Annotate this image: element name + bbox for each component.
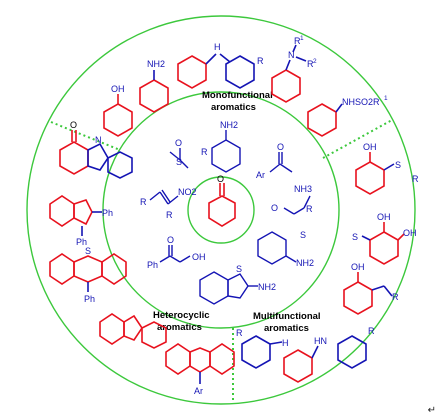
hydroxyacetophenone-ph-label: Ph [147, 260, 158, 270]
sulfonamide-r-sup: 1 [384, 95, 388, 102]
hydroxyacetophenone: O Ph OH [147, 235, 206, 270]
dialkylaniline-r1-label: R [294, 36, 301, 46]
aryl-ketone-ar-label: Ar [256, 170, 265, 180]
dialkylaniline-n-label: N [288, 50, 295, 60]
dialkylaniline-r1-sup: 1 [300, 35, 304, 42]
bisamine-hn-right-label: HN [314, 336, 327, 346]
substituted-aniline-r-label: R [201, 147, 208, 157]
section-heterocyclic-line2: aromatics [157, 322, 202, 333]
amino-alcohol-r-label: R [306, 204, 313, 214]
diarylamine-h-label: H [214, 42, 221, 52]
nitroalkene: NO2 R R [140, 187, 197, 220]
bisamine-r-left-label: R [236, 328, 243, 338]
dmso-o-label: O [175, 138, 182, 148]
dmso-s-label: S [176, 157, 182, 167]
phenothiazine-s-label: S [85, 246, 91, 256]
section-monofunctional-line1: Monofunctional [202, 90, 273, 101]
dialkylaniline: N R 1 R 2 [271, 35, 317, 103]
section-monofunctional-line2: aromatics [211, 102, 256, 113]
catechol-oh2-label: OH [403, 228, 417, 238]
divider-left [50, 121, 121, 151]
hydroxythioether-s-label: S [395, 160, 401, 170]
aminopyridine-nh2-label: NH2 [296, 258, 314, 268]
phenol-oh-label: OH [111, 84, 125, 94]
amino-alcohol-o-label: O [271, 203, 278, 213]
substituted-aniline-nh2-label: NH2 [220, 120, 238, 130]
hydroxythioether-r-label: R [412, 174, 419, 184]
nitroalkene-r2-label: R [166, 210, 173, 220]
center-cyclohexanone: O [208, 174, 236, 227]
aminobenzothiazole-s-label: S [236, 264, 242, 274]
aminobenzothiazole: S NH2 [199, 264, 276, 305]
section-heterocyclic-line1: Heterocyclic [153, 310, 210, 321]
bis-diarylamine: R H HN R [236, 326, 375, 383]
sulfonamide: NHSO2R 1 [307, 95, 388, 137]
nitroalkene-r1-label: R [140, 197, 147, 207]
diarylamine: H R [177, 42, 264, 89]
benzylphenol-r-label: R [392, 292, 399, 302]
catechol-s-label: S [352, 232, 358, 242]
phenylphenothiazine: S Ph [49, 246, 127, 304]
sulfonamide-label: NHSO2R [342, 97, 380, 107]
aniline: NH2 [139, 59, 169, 113]
divider-right [322, 119, 393, 159]
phenylindole: Ph Ph [49, 195, 113, 247]
aminopyridine: NH2 [257, 231, 314, 268]
diarylamine-r-label: R [257, 56, 264, 66]
dimethyl-sulfoxide: S O [169, 138, 189, 169]
carbazole-ar-label: Ar [194, 386, 203, 396]
dialkylaniline-r2-sup: 2 [313, 58, 317, 65]
hydroxythioether: OH S R [355, 142, 419, 195]
dialkylaniline-r2-label: R [307, 59, 314, 69]
imidazopyridine-n-label: N [95, 135, 102, 145]
hydroxyacetophenone-oh-label: OH [192, 252, 206, 262]
inner-ring [187, 176, 255, 244]
phenol: OH [103, 84, 133, 137]
sulfur-label: S [300, 230, 306, 240]
center-oxygen-label: O [217, 174, 224, 184]
aryl-ketone: O Ar [256, 142, 293, 180]
aniline-nh2-label: NH2 [147, 59, 165, 69]
hydroxyacetophenone-o-label: O [167, 235, 174, 245]
imidazopyridine-o-label: O [70, 120, 77, 130]
imidazopyridine-ketone: O N [59, 120, 133, 179]
section-multifunctional-line2: aromatics [264, 323, 309, 334]
nitroalkene-no2-label: NO2 [178, 187, 197, 197]
phenylindole-ph1-label: Ph [76, 237, 87, 247]
dibenzofuran [99, 313, 167, 349]
phenothiazine-ph-label: Ph [84, 294, 95, 304]
corner-mark: ↵ [427, 405, 436, 416]
bisamine-nh-left-label: H [282, 338, 289, 348]
outer-ring [26, 15, 416, 405]
aminobenzothiazole-nh2-label: NH2 [258, 282, 276, 292]
aryl-ketone-o-label: O [277, 142, 284, 152]
substituted-aniline: NH2 R [201, 120, 241, 173]
amino-alcohol: O R [271, 195, 313, 215]
catechol-thioether: OH OH S [352, 212, 417, 265]
phenylindole-ph2-label: Ph [102, 208, 113, 218]
benzylphenol: OH R [343, 262, 399, 315]
aryl-carbazole: Ar [165, 343, 235, 396]
ammonia-label: NH3 [294, 184, 312, 194]
section-multifunctional-line1: Multifunctional [253, 311, 321, 322]
hydroxythioether-oh-label: OH [363, 142, 377, 152]
bisamine-r-right-label: R [368, 326, 375, 336]
catechol-oh1-label: OH [377, 212, 391, 222]
middle-ring [102, 91, 340, 329]
benzylphenol-oh-label: OH [351, 262, 365, 272]
